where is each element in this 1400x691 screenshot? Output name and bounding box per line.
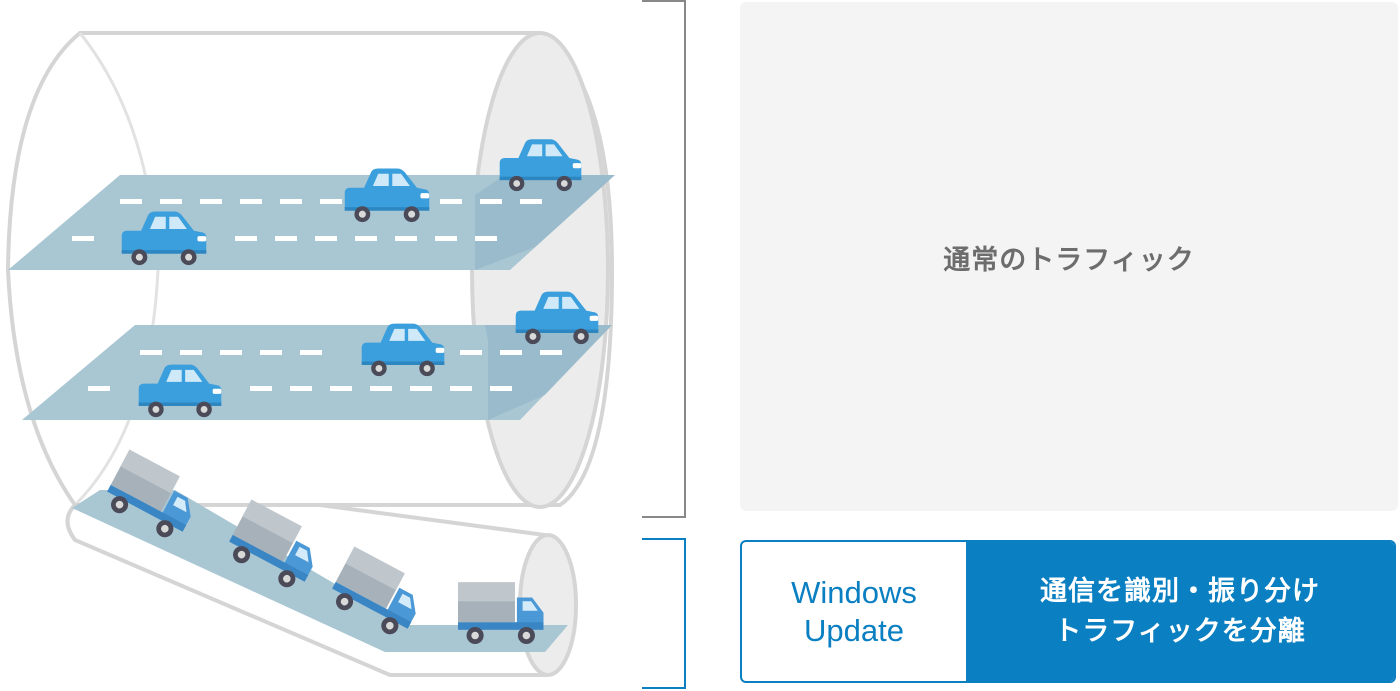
update-road	[72, 490, 568, 652]
normal-traffic-bracket	[642, 0, 686, 518]
windows-update-name: Windows Update	[742, 542, 966, 681]
windows-update-name-line2: Update	[804, 612, 904, 648]
normal-traffic-label: 通常のトラフィック	[943, 245, 1195, 276]
update-traffic-bracket	[642, 538, 686, 689]
windows-update-desc-line2: トラフィックを分離	[1054, 615, 1306, 647]
windows-update-panel: Windows Update 通信を識別・振り分け トラフィックを分離	[740, 540, 1396, 683]
windows-update-description: 通信を識別・振り分け トラフィックを分離	[966, 542, 1394, 681]
windows-update-name-line1: Windows	[791, 574, 917, 610]
windows-update-desc-line1: 通信を識別・振り分け	[1040, 575, 1320, 607]
normal-traffic-panel: 通常のトラフィック	[740, 2, 1398, 511]
